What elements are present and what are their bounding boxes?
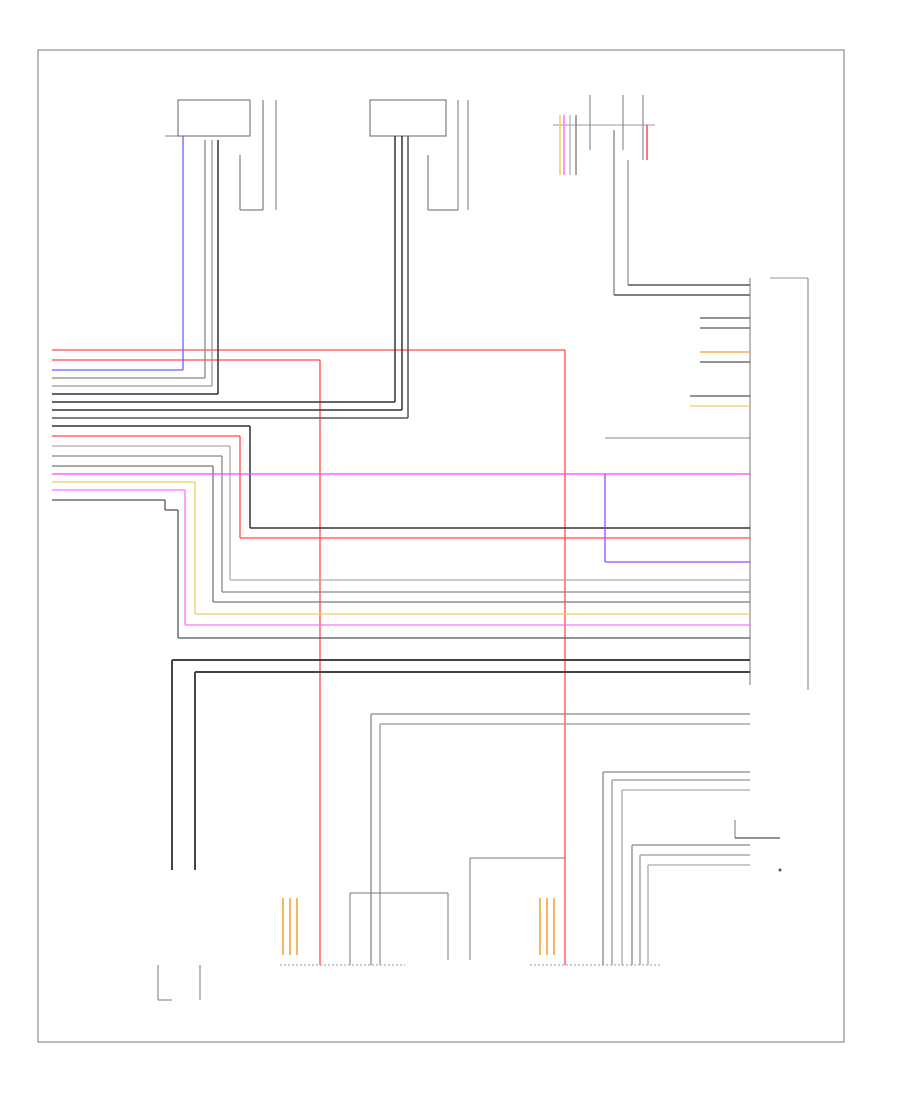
bottom-right-module (530, 771, 750, 966)
top-right-component (553, 95, 750, 296)
bottom-left-component (157, 965, 201, 1001)
diagram-frame (37, 49, 845, 1043)
right-side-stubs (605, 317, 750, 439)
lower-heavy-wires (171, 659, 750, 870)
top-center-component (369, 99, 469, 211)
bottom-center-module (280, 713, 750, 966)
top-left-component (165, 99, 277, 211)
right-connector (749, 277, 809, 690)
right-antennas (734, 820, 782, 872)
left-wire-bus (52, 136, 750, 965)
